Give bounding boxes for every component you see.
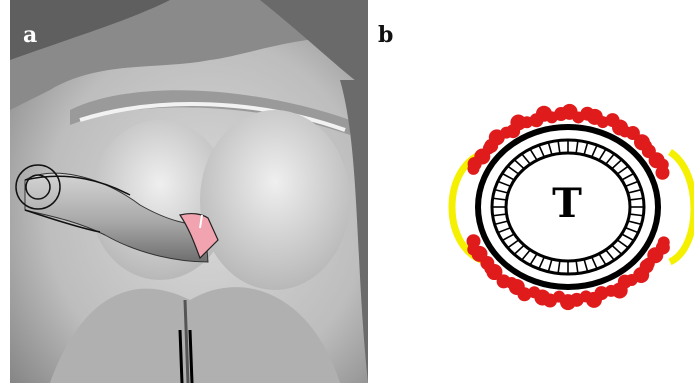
ring-spoke (558, 141, 560, 154)
red-bead (467, 234, 481, 248)
ring-spoke (612, 160, 622, 169)
ring-spoke (514, 160, 524, 169)
ring-spoke (576, 261, 578, 274)
ring-spoke (612, 245, 622, 254)
ring-spoke (502, 234, 514, 241)
red-bead (655, 166, 669, 180)
center-label-t: T (440, 180, 694, 227)
ring-spoke (606, 154, 615, 164)
ring-spoke (625, 228, 638, 233)
ring-spoke (584, 142, 588, 155)
ring-spoke (584, 259, 588, 272)
ring-spoke (599, 254, 606, 265)
ring-spoke (548, 259, 552, 272)
ring-spoke (617, 240, 628, 248)
ring-spoke (548, 142, 552, 155)
ring-spoke (522, 154, 531, 164)
ring-spoke (539, 257, 544, 269)
ring-spoke (522, 250, 531, 260)
ring-spoke (599, 149, 606, 160)
ring-spoke (514, 245, 524, 254)
ring-spoke (498, 228, 511, 233)
ring-spoke (508, 166, 519, 174)
ring-spoke (592, 145, 597, 157)
ring-spoke (539, 145, 544, 157)
ring-spoke (530, 149, 537, 160)
ring-spoke (530, 254, 537, 265)
ring-spoke (622, 234, 634, 241)
ring-spoke (617, 166, 628, 174)
ring-spoke (576, 141, 578, 154)
schematic-panel-b: T (440, 82, 694, 322)
photo-panel-a (10, 0, 368, 383)
ring-spoke (592, 257, 597, 269)
anatomical-photo (10, 0, 368, 383)
ring-spoke (558, 261, 560, 274)
panel-b-label: b (378, 22, 393, 48)
panel-a-label: a (23, 22, 37, 48)
ring-spoke (606, 250, 615, 260)
ring-spoke (508, 240, 519, 248)
